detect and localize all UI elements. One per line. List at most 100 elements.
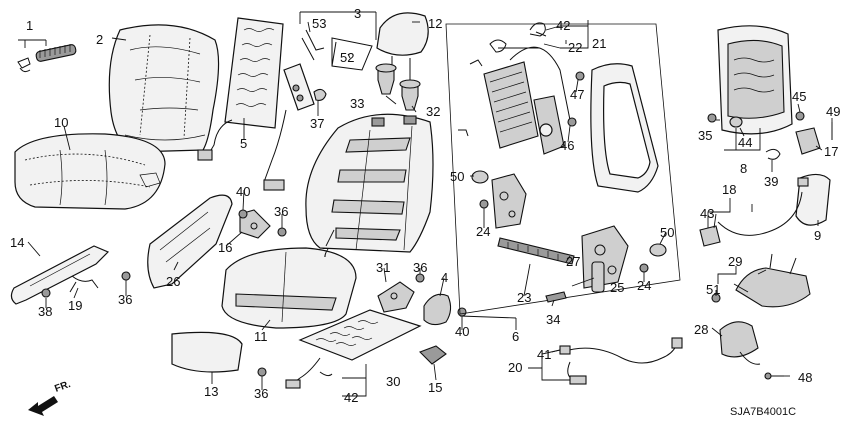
part-44-clip [729,116,743,128]
part-36c-bolt [257,367,267,377]
callout-4: 4 [441,270,448,285]
part-26-side-cover [147,194,233,289]
callout-24b: 24 [637,278,651,293]
part-28-motor [719,321,761,365]
callout-33: 33 [350,96,364,111]
part-11-cushion-pad [221,247,357,329]
callout-43: 43 [700,206,714,221]
part-36a-bolt [277,227,287,237]
part-9-side-cover [795,173,831,226]
callout-37: 37 [310,116,324,131]
part-45-bolt [795,111,805,121]
frame-box [445,23,681,315]
part-40b-bolt [457,307,467,317]
diagram-code: SJA7B4001C [730,406,796,418]
callout-6: 6 [512,329,519,344]
callout-41: 41 [537,347,551,362]
callout-46: 46 [560,138,574,153]
callout-21: 21 [592,36,606,51]
part-46-bolt [567,117,577,127]
callout-7: 7 [322,245,329,260]
callout-44: 44 [738,135,752,150]
callout-51: 51 [706,282,720,297]
part-seatback-rear-frame [717,25,793,135]
callout-36a: 36 [274,204,288,219]
callout-17: 17 [824,144,838,159]
callout-27: 27 [566,254,580,269]
part-50a-cap [471,170,489,184]
part-lower-bracket [491,173,527,229]
leader-lines [27,20,833,397]
callout-16: 16 [218,240,232,255]
front-label: FR. [53,379,72,395]
part-20-harness [559,337,683,385]
part-19-wire [69,275,99,293]
part-15-lever [419,345,447,365]
part-4-knob-cover [423,293,452,326]
part-18-harness [717,177,809,236]
part-recliner-mech [533,95,565,155]
callout-19: 19 [68,298,82,313]
part-2-seatback-cover [108,24,220,153]
part-3-group [301,29,373,71]
callout-8: 8 [740,161,747,176]
callout-9: 9 [814,228,821,243]
part-frame-right [590,63,659,193]
callout-48: 48 [798,370,812,385]
part-30-heater-cushion [285,309,422,389]
callout-53: 53 [312,16,326,31]
part-50b-cap [649,243,667,257]
callout-1: 1 [26,18,33,33]
callout-15: 15 [428,380,442,395]
callout-42b: 42 [344,390,358,405]
callout-36d: 36 [413,260,427,275]
callout-26: 26 [166,274,180,289]
callout-28: 28 [694,322,708,337]
part-12-headrest [376,12,429,88]
part-7-seatback-pad [305,113,434,253]
callout-39: 39 [764,174,778,189]
callout-23: 23 [517,290,531,305]
callout-18: 18 [722,182,736,197]
part-39-clip [765,148,781,160]
part-31-bracket [377,281,415,313]
part-40a-bolt [238,209,248,219]
part-1-clip [17,44,77,73]
part-13-front-trim [171,331,243,373]
front-arrow-icon [28,396,58,416]
callout-47: 47 [570,87,584,102]
part-35-clip [707,113,717,123]
callout-13: 13 [204,384,218,399]
callout-24a: 24 [476,224,490,239]
part-24a-bolt [479,199,489,209]
part-47-pin [575,71,585,81]
part-25-motor [591,261,605,293]
part-34-pin [545,291,567,303]
callout-2: 2 [96,32,103,47]
part-42a-clip [529,22,547,37]
part-10-cushion-cover [14,133,166,210]
part-43-connector [699,225,721,247]
part-frame-seatback [458,46,571,149]
callout-22: 22 [568,40,582,55]
callout-3: 3 [354,6,361,21]
callout-34: 34 [546,312,560,327]
part-36b-bolt [121,271,131,281]
part-adjuster-right [581,225,629,289]
part-37-lumbar [263,63,327,191]
callout-40b: 40 [455,324,469,339]
part-27-spring [497,237,575,265]
part-36d-bolt [415,273,425,283]
callout-10: 10 [54,115,68,130]
callout-50b: 50 [660,225,674,240]
callout-14: 14 [10,235,24,250]
callout-49: 49 [826,104,840,119]
part-29-harness [733,253,811,308]
callout-11: 11 [254,329,268,344]
part-22a-spring [489,39,507,53]
callout-52: 52 [340,50,354,65]
callout-38: 38 [38,304,52,319]
callout-29: 29 [728,254,742,269]
